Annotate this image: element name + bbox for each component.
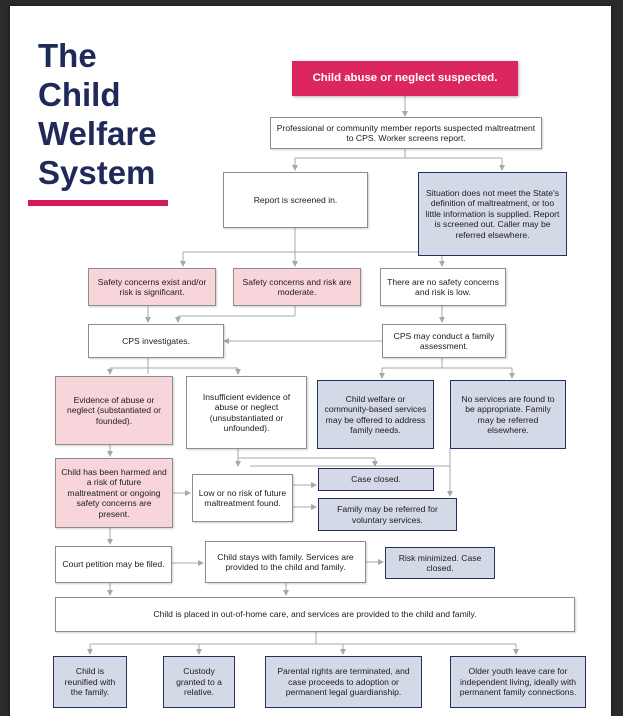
node-family-assessment: CPS may conduct a family assessment.	[382, 324, 506, 358]
title-line: Child	[38, 76, 121, 113]
node-reunified: Child is reunified with the family.	[53, 656, 127, 708]
node-older-youth: Older youth leave care for independent l…	[450, 656, 586, 708]
node-screened-in: Report is screened in.	[223, 172, 368, 228]
title-line: System	[38, 154, 156, 191]
node-voluntary: Family may be referred for voluntary ser…	[318, 498, 457, 531]
node-court-petition: Court petition may be filed.	[55, 546, 172, 583]
node-safety-significant: Safety concerns exist and/or risk is sig…	[88, 268, 216, 306]
node-low-risk: Low or no risk of future maltreatment fo…	[192, 474, 293, 522]
node-parental-rights: Parental rights are terminated, and case…	[265, 656, 422, 708]
node-out-of-home: Child is placed in out-of-home care, and…	[55, 597, 575, 632]
node-insufficient: Insufficient evidence of abuse or neglec…	[186, 376, 307, 449]
title-underline	[28, 200, 168, 206]
node-community-services: Child welfare or community-based service…	[317, 380, 434, 449]
node-evidence: Evidence of abuse or neglect (substantia…	[55, 376, 173, 445]
node-report: Professional or community member reports…	[270, 117, 542, 149]
node-no-safety: There are no safety concerns and risk is…	[380, 268, 506, 306]
node-no-services: No services are found to be appropriate.…	[450, 380, 566, 449]
node-stays-with-family: Child stays with family. Services are pr…	[205, 541, 366, 583]
document-page: The Child Welfare System	[10, 6, 611, 716]
flow-connectors	[87, 96, 519, 655]
node-harmed: Child has been harmed and a risk of futu…	[55, 458, 173, 528]
title-line: Welfare	[38, 115, 157, 152]
node-risk-minimized: Risk minimized. Case closed.	[385, 547, 495, 579]
page-title: The Child Welfare System	[38, 36, 157, 192]
node-case-closed: Case closed.	[318, 468, 434, 491]
node-safety-moderate: Safety concerns and risk are moderate.	[233, 268, 361, 306]
title-line: The	[38, 37, 97, 74]
node-cps-investigates: CPS investigates.	[88, 324, 224, 358]
node-custody: Custody granted to a relative.	[163, 656, 235, 708]
node-screened-out: Situation does not meet the State's defi…	[418, 172, 567, 256]
node-abuse-suspected: Child abuse or neglect suspected.	[292, 61, 518, 96]
